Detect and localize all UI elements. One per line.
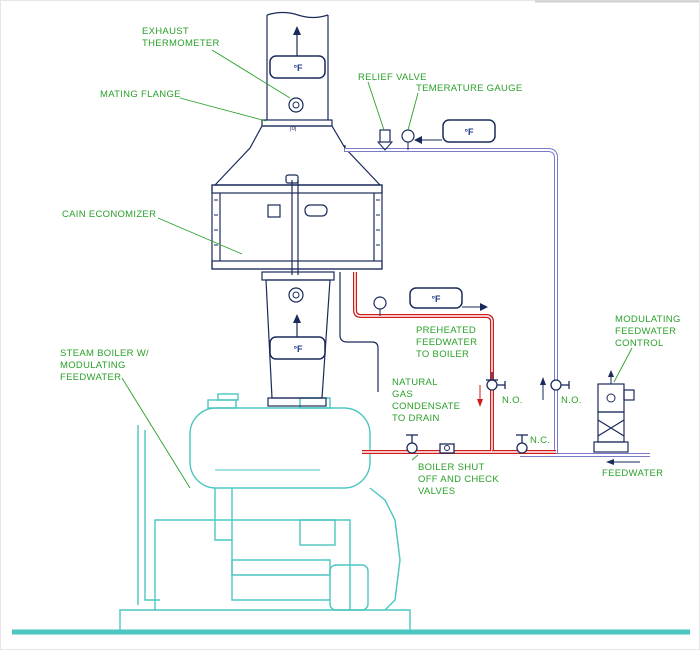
modulating-feedwater-control [593,370,635,453]
relief-valve-body [379,129,391,143]
economizer-body [211,184,383,270]
boiler-burner [369,487,401,611]
boiler-motor [329,564,369,611]
boiler-nozzle-1-top [217,393,239,401]
economizer-sight-window [304,204,328,217]
stack-break-line [266,11,329,19]
exhaust-flow-arrow [293,26,301,35]
control-dial [606,393,616,403]
valve-no-left [486,372,506,391]
steam-boiler [12,393,690,635]
boiler-pump [299,519,336,546]
control-side-box [623,389,635,401]
temperature-gauge-dial [401,129,415,143]
condensate-drain-pipe [339,272,379,392]
condensate-drain-highlight [342,272,382,392]
cold-flow-arrow [540,377,546,385]
leader-economizer [157,217,243,255]
valve-nc [516,434,528,454]
exhaust-thermometer-dial [288,97,304,113]
boiler-piping [231,540,330,601]
label-relief-valve: RELIEF VALVE [358,72,427,83]
label-valve-no-left: N.O. [502,395,523,406]
boiler-lower-body [154,519,351,610]
relief-valve [376,129,394,151]
preheated-out-arrow [480,303,488,311]
cold-feedwater-line [345,148,650,465]
boiler-drum [189,407,371,489]
exhaust-stack: °F |o| [261,11,333,132]
leader-relief-valve [367,81,385,131]
boiler-lower-pipe [231,559,331,576]
preheated-thermometer-dial [373,296,387,310]
boiler-nozzle-1 [207,399,237,409]
boiler-left-pipe [144,430,160,601]
label-temperature-gauge: TEMERATURE GAUGE [416,83,523,94]
label-valve-nc: N.C. [530,435,550,446]
inlet-duct: °F [261,271,335,407]
control-valve-flange [593,441,629,453]
label-feedwater: FEEDWATER [602,468,663,479]
feedwater-flow-arrow [606,459,614,465]
economizer-top-gauge [285,174,299,184]
label-exhaust-thermometer: EXHAUST THERMOMETER [142,26,220,49]
economizer-bottom-band [211,260,383,270]
boiler-check-valve [439,443,455,454]
label-modulating-control: MODULATING FEEDWATER CONTROL [615,314,684,349]
mating-flange [261,119,333,127]
leader-exhaust-thermometer [211,49,291,99]
relief-valve-seat [376,141,394,151]
exhaust-thermometer-inner [292,101,300,109]
label-steam-boiler: STEAM BOILER W/ MODULATING FEEDWATER [60,348,152,383]
control-actuator [597,383,625,413]
valve-no-right [550,379,570,391]
inlet-gauge-unit: °F [293,344,303,354]
economizer-top-band [211,184,383,194]
inlet-flange-bottom [267,397,327,407]
control-antenna-arrow [608,370,614,377]
boiler-leg-left [214,488,233,541]
boiler-base [119,609,411,630]
stack-gauge-display [269,55,326,79]
inlet-thermometer-inner [292,291,300,299]
label-natural-gas-condensate: NATURAL GAS CONDENSATE TO DRAIN [392,377,463,424]
leader-shutoff [411,454,419,461]
inlet-thermometer-dial [288,287,304,303]
hot-flow-arrow [477,399,483,407]
leader-mating-flange [179,97,267,122]
hot-line-inner [354,272,493,453]
economizer-access-port [267,204,281,218]
boiler-shutoff-valve [406,434,418,454]
label-mating-flange: MATING FLANGE [100,89,181,100]
leader-lines [121,49,633,489]
preheated-gauge-display [409,287,463,309]
cain-economizer [211,125,383,275]
economizer-bolts [214,199,380,246]
leader-steam-boiler [121,377,191,489]
relief-gauge-display [442,119,496,143]
flange-marks: |o| [290,126,297,132]
cold-line-inner [345,149,557,455]
preheated-gauge-unit: °F [431,294,441,304]
label-preheated-feedwater: PREHEATED FEEDWATER TO BOILER [416,325,480,360]
leader-modulating-control [613,347,633,383]
label-cain-economizer: CAIN ECONOMIZER [62,209,156,220]
control-valve-body [597,411,625,443]
relief-gauge-unit: °F [464,127,474,137]
leader-temperature-gauge [407,92,419,131]
stack-gauge-unit: °F [293,63,303,73]
inlet-gauge-display [269,336,326,360]
label-boiler-shutoff: BOILER SHUT OFF AND CHECK VALVES [418,462,502,497]
label-valve-no-right: N.O. [561,395,582,406]
control-valve-x [597,419,625,437]
inlet-flow-arrow [293,314,301,323]
relief-gauge-arrow [414,136,422,144]
